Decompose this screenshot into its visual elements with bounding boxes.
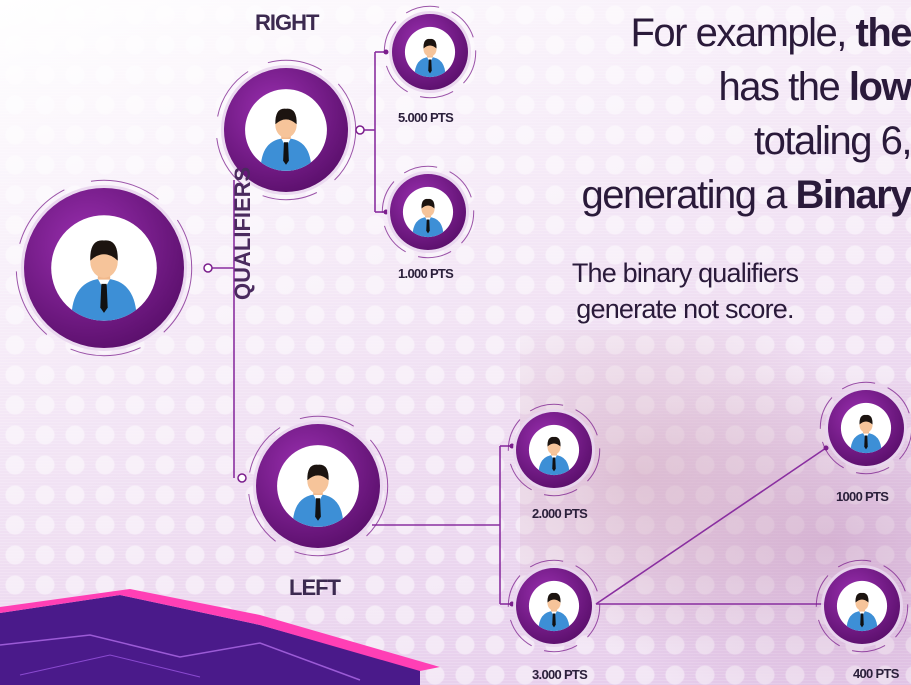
headline-line1-bold: the <box>855 11 911 55</box>
avatar-far-bottom <box>815 559 909 653</box>
avatar-left-bottom <box>507 559 601 653</box>
avatar-right-top <box>383 5 477 99</box>
note-line2: generate not score. <box>576 294 794 324</box>
headline-line1-prefix: For example, <box>630 11 856 55</box>
headline-line2-bold: low <box>848 65 911 109</box>
headline-text: For example, the has the low totaling 6,… <box>491 6 911 222</box>
avatar-root <box>15 179 193 357</box>
points-right-bottom: 1.000 PTS <box>398 266 454 281</box>
points-left-top: 2.000 PTS <box>532 506 588 521</box>
avatar-left <box>247 415 389 557</box>
avatar-right <box>215 59 357 201</box>
right-label: RIGHT <box>255 10 319 35</box>
headline-line4-bold: Binary <box>795 173 911 217</box>
avatar-left-top <box>507 403 601 497</box>
headline-line3: totaling 6, <box>754 119 911 163</box>
points-left-bottom: 3.000 PTS <box>532 667 588 682</box>
avatar-far-top <box>819 381 911 475</box>
points-far-top: 1000 PTS <box>836 489 889 504</box>
note-text: The binary qualifiers generate not score… <box>505 255 865 327</box>
decorative-band <box>0 589 440 685</box>
avatar-right-bottom <box>381 165 475 259</box>
points-right-top: 5.000 PTS <box>398 110 454 125</box>
headline-line4-prefix: generating a <box>581 173 796 217</box>
far-top-link <box>595 447 827 605</box>
left-label: LEFT <box>289 575 341 600</box>
note-line1: The binary qualifiers <box>571 258 799 288</box>
qualifiers-label: QUALIFIERS <box>230 166 255 300</box>
points-far-bottom: 400 PTS <box>853 666 899 681</box>
headline-line2-prefix: has the <box>718 65 849 109</box>
